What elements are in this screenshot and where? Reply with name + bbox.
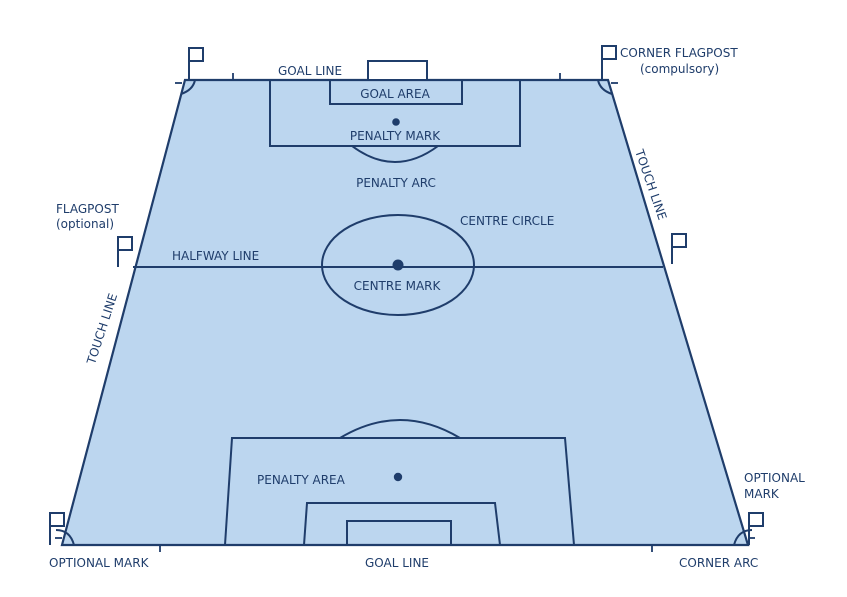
goal-area-label: GOAL AREA xyxy=(360,87,430,101)
centre-circle xyxy=(321,214,475,316)
corner-arc-label: CORNER ARC xyxy=(679,556,758,570)
penalty-mark-top xyxy=(392,118,400,126)
corner-flagpost-note: (compulsory) xyxy=(640,62,719,76)
penalty-arc-top xyxy=(351,145,439,163)
penalty-mark-label: PENALTY MARK xyxy=(350,129,441,143)
flagpost-label: FLAGPOST xyxy=(56,202,119,216)
corner-arc-bottom-left xyxy=(55,529,75,546)
centre-mark xyxy=(392,259,404,271)
goal-area-bottom xyxy=(303,502,501,546)
corner-arc-top-left xyxy=(180,79,196,95)
halfway-flag-left-icon xyxy=(117,236,133,267)
goal-line-bottom-label: GOAL LINE xyxy=(365,556,429,570)
corner-arc-top-right xyxy=(597,79,613,95)
penalty-area-label: PENALTY AREA xyxy=(257,473,346,487)
goal-bottom xyxy=(346,520,452,546)
optional-marks xyxy=(55,73,755,552)
optional-mark-right-label-2: MARK xyxy=(744,487,780,501)
goal-line-top-label: GOAL LINE xyxy=(278,64,342,78)
goal-area-top xyxy=(329,79,463,105)
goal-top xyxy=(367,60,428,81)
corner-flag-bottom-right-icon xyxy=(748,512,764,545)
optional-mark-left-label: OPTIONAL MARK xyxy=(49,556,150,570)
optional-mark-right-label-1: OPTIONAL xyxy=(744,471,805,485)
penalty-arc-bottom xyxy=(339,419,461,439)
penalty-area-bottom xyxy=(224,437,575,546)
corner-flag-top-left-icon xyxy=(188,47,204,80)
corner-flag-top-right-icon xyxy=(601,45,617,80)
penalty-mark-bottom xyxy=(393,472,403,482)
penalty-arc-label: PENALTY ARC xyxy=(356,176,436,190)
halfway-line-label: HALFWAY LINE xyxy=(172,249,259,263)
centre-circle-label: CENTRE CIRCLE xyxy=(460,214,554,228)
corner-flagpost-label: CORNER FLAGPOST xyxy=(620,46,738,60)
centre-mark-label: CENTRE MARK xyxy=(354,279,442,293)
halfway-flag-right-icon xyxy=(671,233,687,264)
flagpost-note: (optional) xyxy=(56,217,114,231)
corner-flag-bottom-left-icon xyxy=(49,512,65,545)
